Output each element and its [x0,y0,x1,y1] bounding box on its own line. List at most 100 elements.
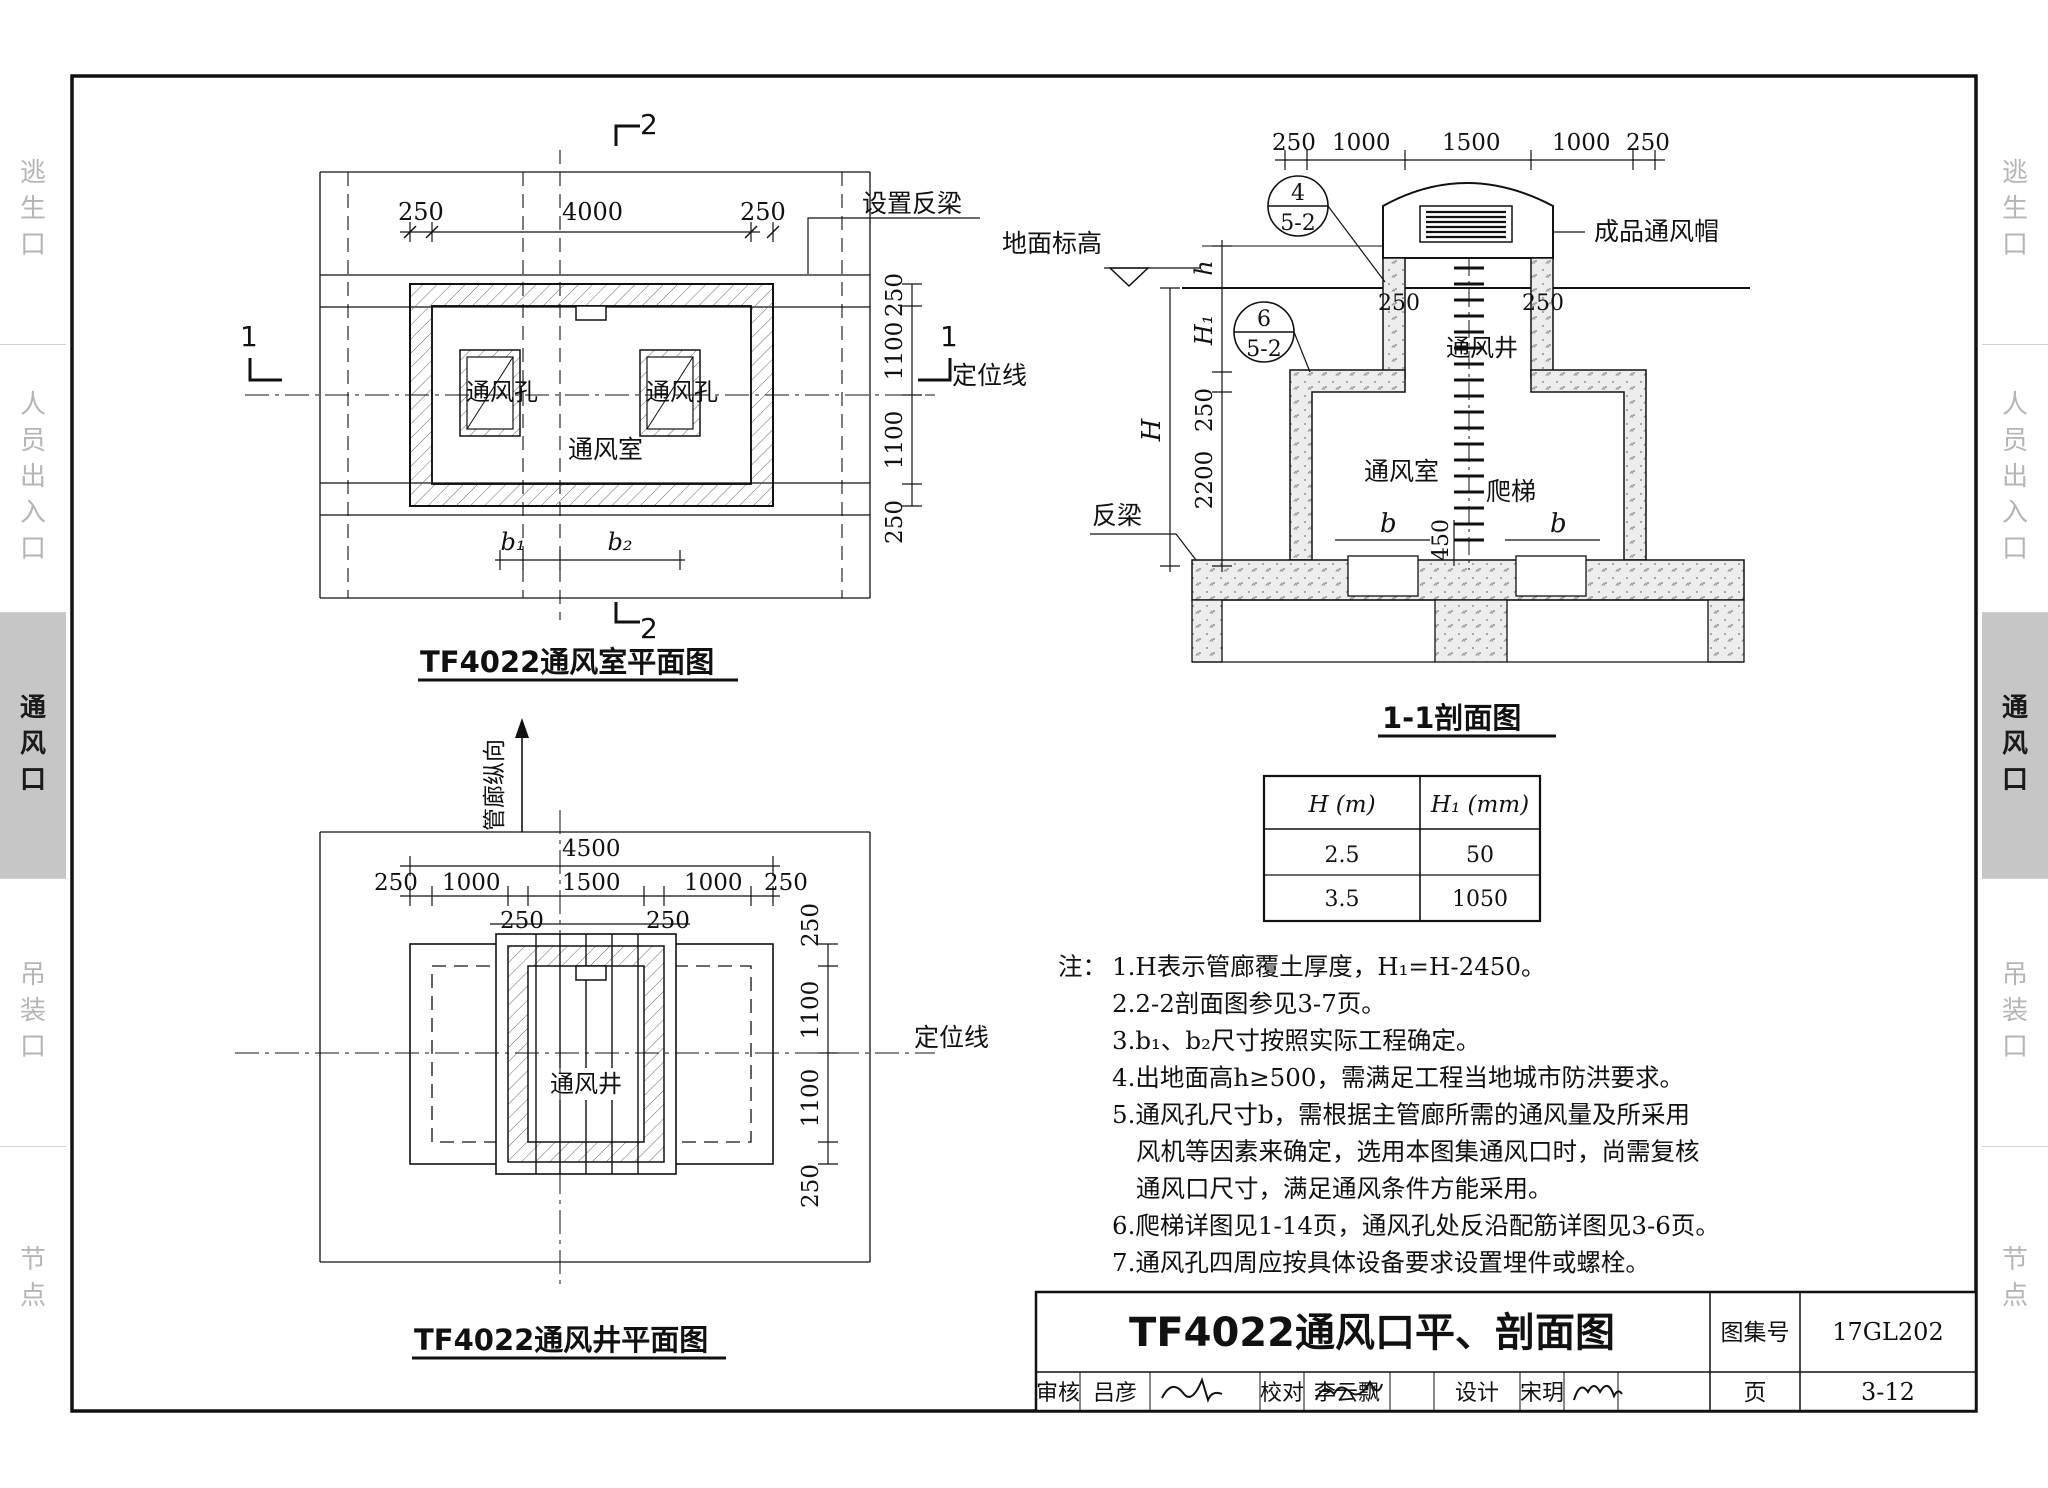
side-tab-separator [0,878,66,879]
vent-cap-label: 成品通风帽 [1594,217,1719,246]
shaft-dim-top-0: 250 [374,870,418,896]
side-tab-left-1[interactable]: 人员出入口 [0,344,66,612]
section-dim-top-0: 250 [1272,130,1316,156]
side-tab-char: 装 [19,996,46,1027]
side-tab-right-3[interactable]: 吊装口 [1982,878,2048,1146]
dim-2200: 2200 [1192,451,1218,510]
ladder-label: 爬梯 [1486,477,1536,506]
plan-room-dim-right-2: 1100 [882,411,908,470]
shaft-dim-right-2: 1100 [798,1069,824,1128]
section-labels: 250 1000 1500 1000 250 地面标高 成品通风帽 通风井 通风… [1002,130,1719,735]
height-table [1262,774,1542,923]
shaft-dim-right-3: 250 [798,1164,824,1208]
shaft-locating-label: 定位线 [914,1023,989,1052]
plan-room-beam-label: 设置反梁 [862,189,962,218]
wall-250-right: 250 [1522,291,1564,316]
side-tab-left-0[interactable]: 逃生口 [0,76,66,344]
direction-label: 管廊纵向 [482,739,508,831]
atlas-label: 图集号 [1721,1320,1790,1346]
side-tab-separator [1982,1146,2048,1147]
table-cell-0-0: 2.5 [1325,843,1360,868]
section-room-label: 通风室 [1364,457,1439,486]
side-tab-right-1[interactable]: 人员出入口 [1982,344,2048,612]
review-label: 审核 [1036,1381,1080,1406]
check-label: 校对 [1260,1381,1304,1406]
plan-room-locating-label: 定位线 [952,361,1027,390]
side-tab-char: 点 [2001,1280,2028,1311]
side-tab-char: 节 [2001,1244,2028,1275]
check-name: 李云飘 [1314,1381,1380,1406]
table-header-h1: H₁ (mm) [1430,792,1529,818]
shaft-dim-inner-0: 250 [500,908,544,934]
side-tab-right-0[interactable]: 逃生口 [1982,76,2048,344]
side-tab-left-4[interactable]: 节点 [0,1146,66,1411]
side-tab-char: 口 [2001,533,2028,564]
note-6: 6.爬梯详图见1-14页，通风孔处反沿配筋详图见3-6页。 [1112,1211,1720,1240]
note-1: 1.H表示管廊覆土厚度，H₁=H-2450。 [1112,952,1546,981]
side-tab-left-3[interactable]: 吊装口 [0,878,66,1146]
shaft-dim-inner-1: 250 [646,908,690,934]
title-block-text: TF4022通风口平、剖面图 图集号 17GL202 页 3-12 审核 吕彦 … [1036,1310,1944,1406]
side-tab-separator [0,1146,66,1147]
side-tab-right-4[interactable]: 节点 [1982,1146,2048,1411]
side-tab-char: 生 [19,194,46,225]
table-cell-1-0: 3.5 [1325,887,1360,912]
side-tab-char: 口 [19,764,46,795]
b1-label: b₁ [501,528,526,556]
side-tab-char: 出 [2001,462,2028,493]
side-tab-separator [0,612,66,613]
dim-H: H [1137,417,1167,442]
note-5: 5.通风孔尺寸b，需根据主管廊所需的通风量及所采用 [1112,1100,1691,1129]
b-label-left: b [1380,509,1397,539]
note-3: 3.b₁、b₂尺寸按照实际工程确定。 [1112,1026,1481,1055]
vent-hole-label-right: 通风孔 [646,378,718,406]
side-tab-left-2[interactable]: 通风口 [0,612,66,878]
notes-prefix: 注： [1058,952,1107,981]
side-tab-char: 口 [19,229,46,260]
shaft-dim-top-4: 250 [764,870,808,896]
callout-a-bottom: 5-2 [1280,211,1315,236]
reverse-beam-label: 反梁 [1092,501,1142,530]
side-tab-char: 口 [2001,764,2028,795]
side-tab-char: 员 [2001,426,2028,457]
side-tab-char: 生 [2001,194,2028,225]
side-tab-separator [0,344,66,345]
shaft-dim-right-1: 1100 [798,981,824,1040]
dim-h: h [1190,260,1218,275]
sheet-frame [70,74,1978,1413]
callout-b-top: 6 [1257,307,1271,332]
side-tab-separator [1982,878,2048,879]
plan-room-dim-right-0: 250 [882,273,908,317]
b-label-right: b [1550,509,1567,539]
section-1-1 [1090,150,1750,738]
height-table-text: H (m) H₁ (mm) 2.5 50 3.5 1050 [1307,792,1529,912]
section-mark-2-top: 2 [640,108,658,141]
table-cell-0-1: 50 [1466,843,1494,868]
side-tab-char: 点 [19,1280,46,1311]
page-number: 3-12 [1861,1378,1915,1406]
section-dim-top-4: 250 [1626,130,1670,156]
plan-shaft [235,718,935,1360]
side-tab-separator [1982,612,2048,613]
b2-label: b₂ [608,528,633,556]
design-label: 设计 [1455,1381,1499,1406]
side-tab-right-2[interactable]: 通风口 [1982,612,2048,878]
ground-level-label: 地面标高 [1002,229,1102,258]
shaft-dim-top-2: 1500 [562,870,621,896]
note-4: 4.出地面高h≥500，需满足工程当地城市防洪要求。 [1112,1063,1684,1092]
side-tab-separator [1982,344,2048,345]
note-5-cont-2: 通风口尺寸，满足通风条件方能采用。 [1136,1174,1553,1203]
section-mark-1-left: 1 [240,320,258,353]
design-name: 宋玥 [1520,1381,1564,1406]
side-tab-char: 风 [2001,729,2028,760]
section-mark-2-bottom: 2 [640,612,658,645]
plan-room-dim-top-left: 250 [398,198,444,226]
table-cell-1-1: 1050 [1452,887,1508,912]
note-row-1: 注： 1.H表示管廊覆土厚度，H₁=H-2450。 [1058,948,1818,985]
note-2: 2.2-2剖面图参见3-7页。 [1112,989,1386,1018]
side-tab-char: 吊 [19,960,46,991]
shaft-dim-top-1: 1000 [442,870,501,896]
shaft-dim-right-0: 250 [798,903,824,947]
plan-room [245,124,980,682]
